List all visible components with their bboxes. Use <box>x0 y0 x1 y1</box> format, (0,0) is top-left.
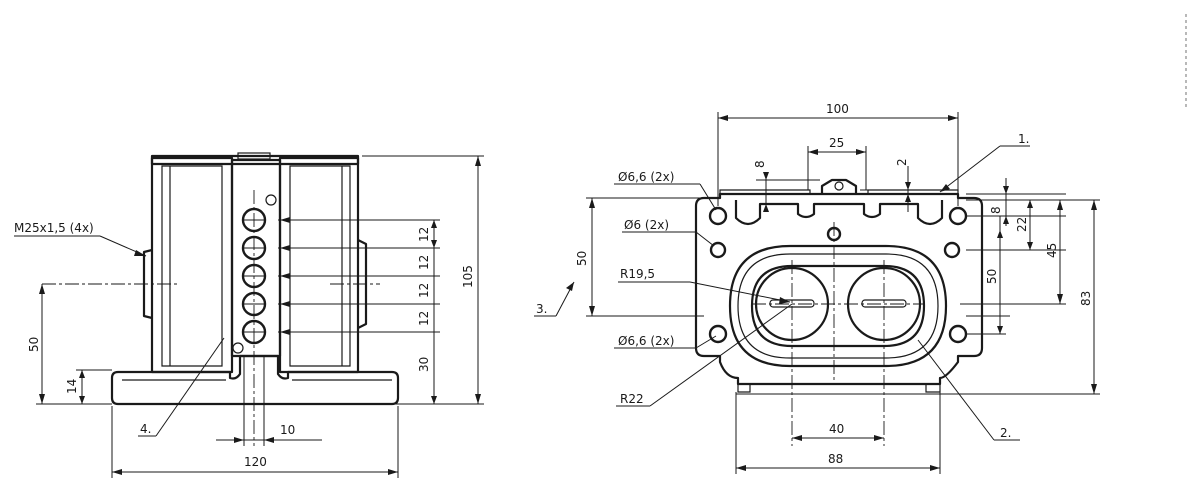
dim-conduit-height: 50 <box>27 337 41 352</box>
dim-bottom-offset: 30 <box>417 357 431 372</box>
dim-bottom-spacing: 40 <box>829 422 844 436</box>
dim-mount-top: 8 <box>989 206 1003 214</box>
dim-mount-45: 45 <box>1045 243 1059 258</box>
housing-left <box>150 156 234 374</box>
callout-1: 1. <box>1018 132 1029 146</box>
left-view: 120 105 50 14 <box>14 152 484 478</box>
body-outline <box>694 192 984 386</box>
thread-label: M25x1,5 (4x) <box>14 221 94 235</box>
callout-2: 2. <box>1000 426 1011 440</box>
dim-overall-height-right: 83 <box>1079 291 1093 306</box>
right-view: 100 25 8 2 8 22 <box>534 102 1100 474</box>
cavity-outer <box>728 244 948 368</box>
dim-bottom-width: 88 <box>828 452 843 466</box>
base-plate <box>110 354 400 406</box>
dim-overall-width: 120 <box>244 455 267 469</box>
terminal-pitch-dims: 12 12 12 12 30 <box>278 217 440 405</box>
label-hole-mid: Ø6 (2x) <box>624 218 669 232</box>
dim-left-vertical-50: 50 <box>575 251 589 266</box>
label-hole-bottom: Ø6,6 (2x) <box>618 334 674 348</box>
dim-plunger-depth-2: 2 <box>895 158 909 166</box>
dim-base-height: 14 <box>65 379 79 394</box>
dim-mount-22: 22 <box>1015 217 1029 232</box>
dim-overall-height: 105 <box>461 265 475 288</box>
callout-4: 4. <box>140 422 151 436</box>
dim-hole-dia: 10 <box>280 423 295 437</box>
label-radius-inner: R19,5 <box>620 267 655 281</box>
dim-mount-50-right: 50 <box>985 269 999 284</box>
mount-holes <box>708 206 968 344</box>
top-cap <box>150 154 360 166</box>
plunger <box>820 178 858 194</box>
terminal-block <box>230 158 282 358</box>
callout-3: 3. <box>536 302 547 316</box>
dim-pitch-1: 12 <box>417 227 431 242</box>
dim-top-width: 100 <box>826 102 849 116</box>
dim-pitch-3: 12 <box>417 283 431 298</box>
dim-pitch-2: 12 <box>417 255 431 270</box>
dim-plunger-depth-1: 8 <box>753 160 767 168</box>
label-radius-outer: R22 <box>620 392 644 406</box>
dim-cam-width: 25 <box>829 136 844 150</box>
label-hole-top: Ø6,6 (2x) <box>618 170 674 184</box>
terminal-holes <box>232 194 277 354</box>
housing-right <box>278 156 360 374</box>
dim-pitch-4: 12 <box>417 311 431 326</box>
